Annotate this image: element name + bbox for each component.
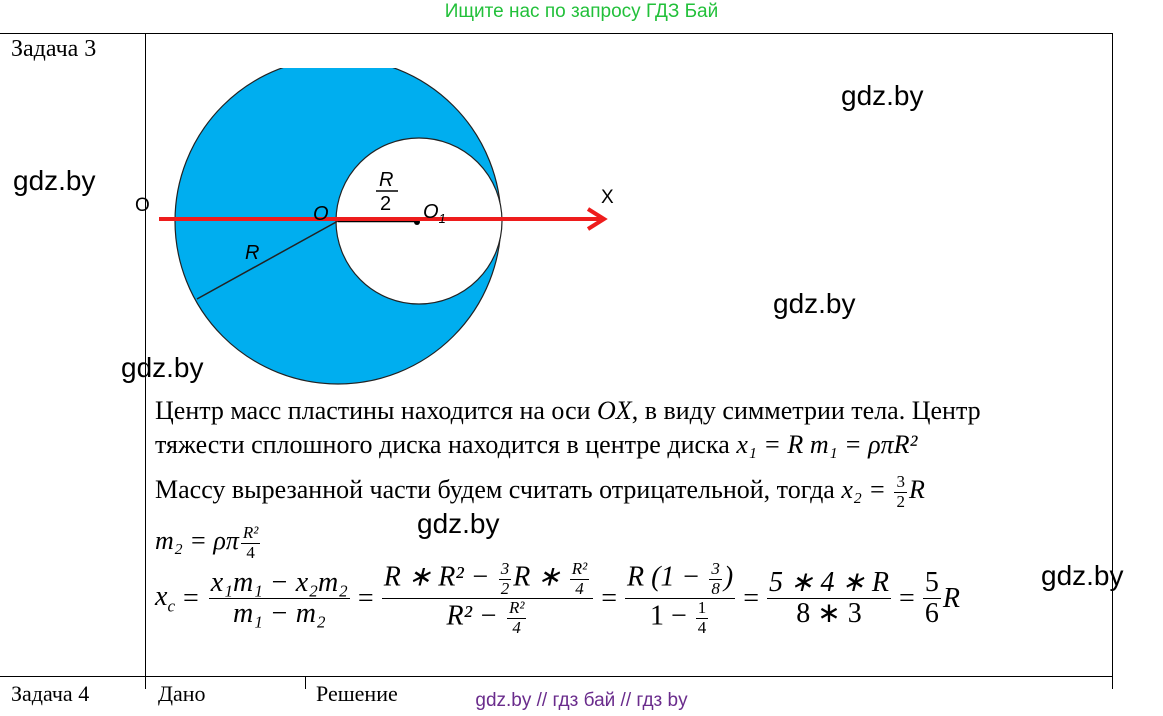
label-r: R bbox=[245, 242, 259, 264]
disk-figure: O O O1 X R R 2 bbox=[135, 57, 614, 385]
watermark: gdz.by bbox=[841, 80, 924, 111]
table-right-border bbox=[1112, 33, 1113, 689]
label-x: X bbox=[601, 187, 614, 208]
table-row-border bbox=[0, 676, 1113, 677]
label-r2-num: R bbox=[379, 169, 393, 191]
bottom-banner: gdz.by // гдз бай // гдз by bbox=[475, 690, 688, 711]
label-o-center: O bbox=[313, 203, 329, 225]
next-row-cut: Решение bbox=[316, 681, 398, 706]
watermark: gdz.by bbox=[1041, 560, 1124, 591]
next-row-cut: Дано bbox=[158, 681, 206, 706]
table-top-border bbox=[0, 33, 1113, 34]
axis-arrowhead bbox=[586, 207, 608, 231]
table-cut-column-border bbox=[305, 676, 306, 689]
next-row-cut: Задача 4 bbox=[11, 681, 90, 706]
watermark: gdz.by bbox=[417, 508, 500, 539]
top-banner: Ищите нас по запросу ГДЗ Бай bbox=[444, 1, 719, 22]
watermark: gdz.by bbox=[121, 352, 204, 383]
text-line-3: Массу вырезанной части будем считать отр… bbox=[155, 472, 925, 511]
radius-line bbox=[196, 220, 339, 300]
watermark: gdz.by bbox=[773, 288, 856, 319]
text-line-1: Центр масс пластины находится на оси OX,… bbox=[155, 396, 981, 425]
label-r2-den: 2 bbox=[380, 193, 391, 215]
label-o-left: O bbox=[135, 195, 150, 216]
table-left-column-border bbox=[145, 33, 146, 689]
task-label: Задача 3 bbox=[11, 36, 97, 62]
watermark: gdz.by bbox=[13, 165, 96, 196]
label-o1: O1 bbox=[423, 201, 446, 226]
text-line-2: тяжести сплошного диска находится в цент… bbox=[155, 430, 918, 459]
